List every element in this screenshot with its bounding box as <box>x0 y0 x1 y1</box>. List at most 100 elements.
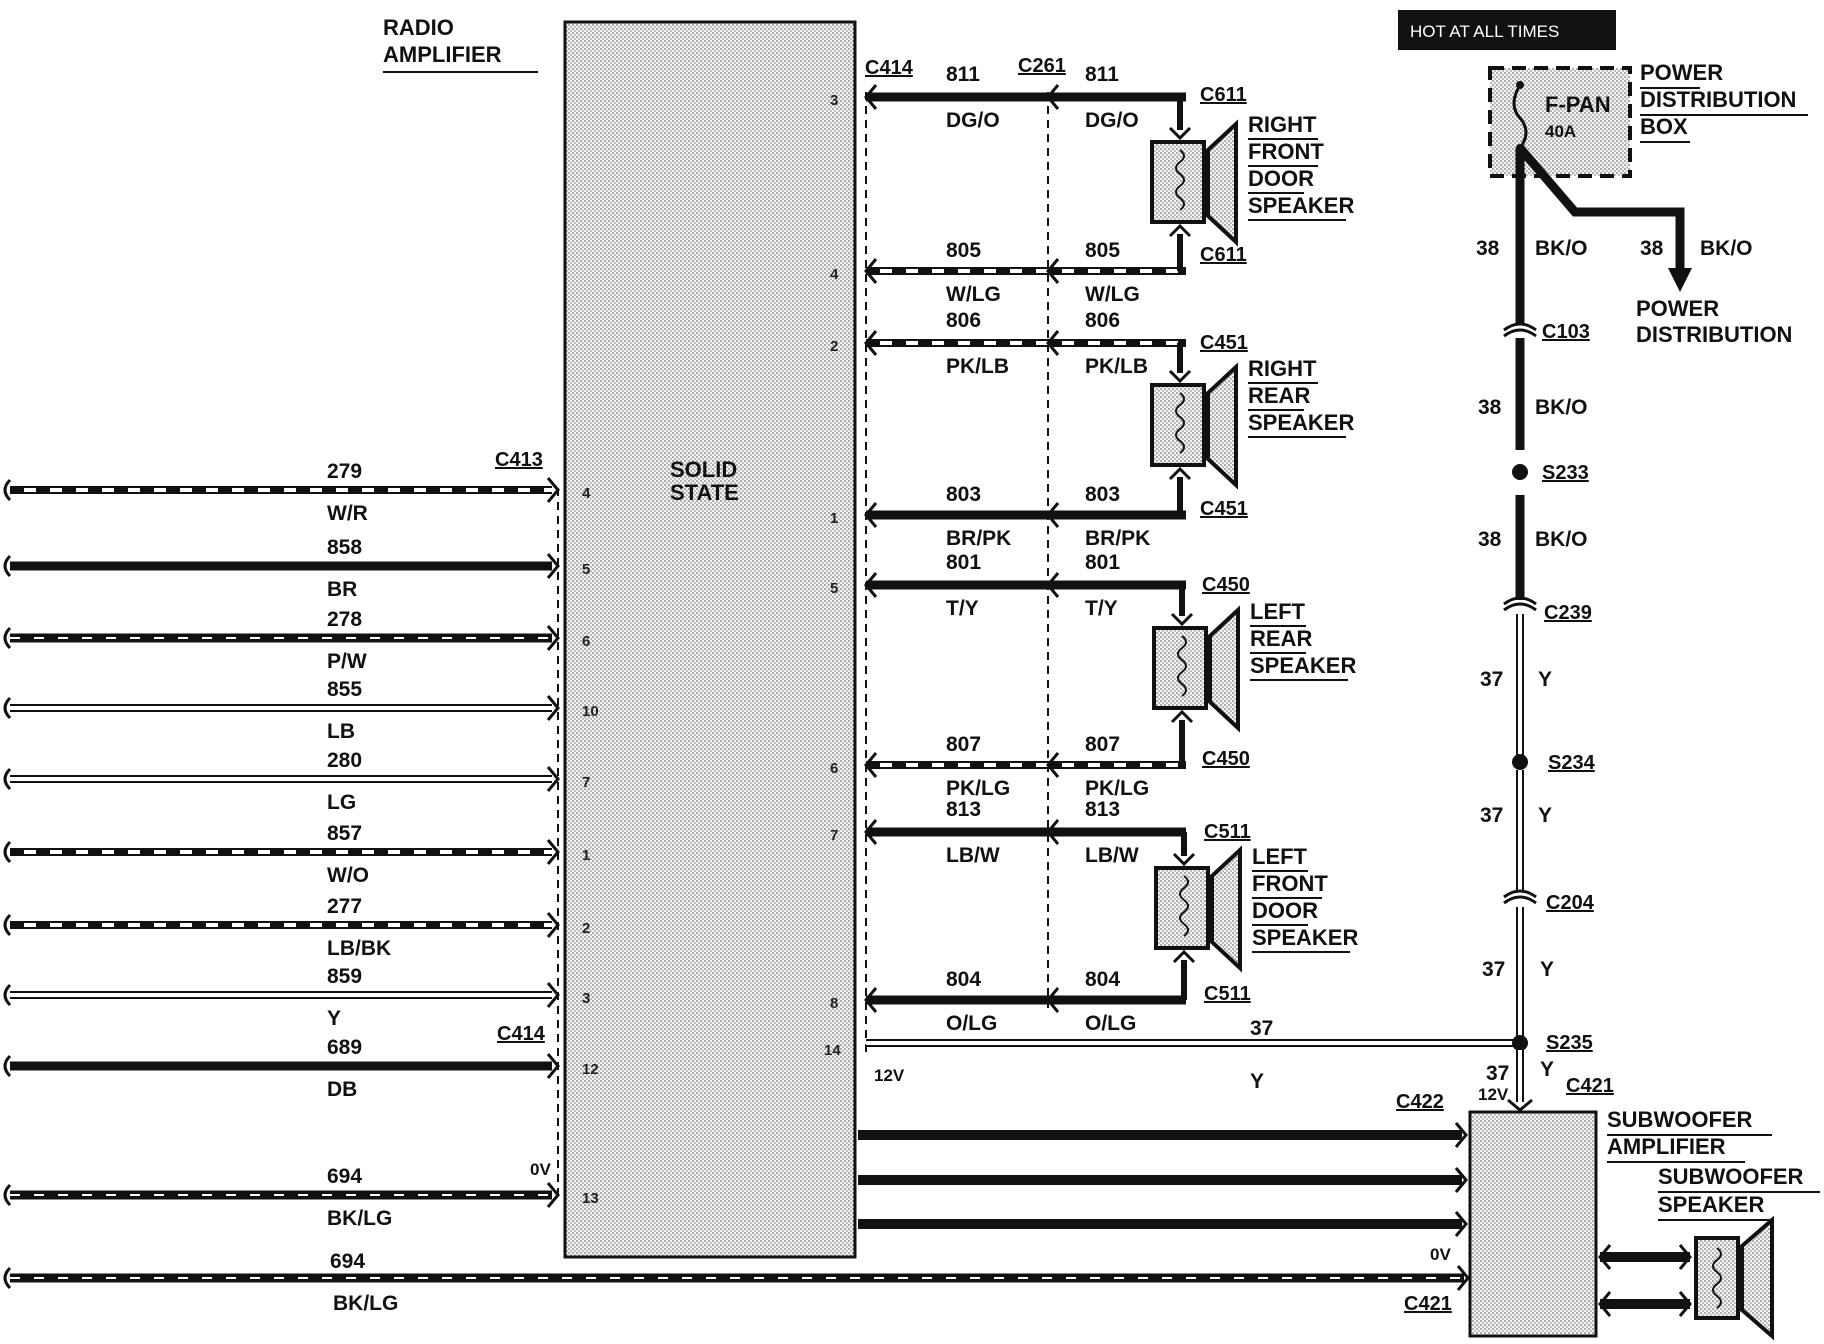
fuse-name: F-PAN <box>1545 92 1611 117</box>
input-color: W/R <box>327 502 368 525</box>
fuse-icon <box>1512 84 1528 149</box>
output-color-2: W/LG <box>1085 283 1140 306</box>
output-pin: 4 <box>830 266 839 283</box>
input-color: LB/BK <box>327 937 391 960</box>
wire-break-icon <box>3 767 12 791</box>
connector-pin-icon <box>546 1182 560 1208</box>
input-pin: 10 <box>582 703 599 720</box>
speaker-name-line: SPEAKER <box>1250 653 1356 678</box>
vf-circuit-3: 38 <box>1478 528 1502 551</box>
input-circuit: 855 <box>327 678 362 701</box>
input-circuit: 279 <box>327 460 362 483</box>
speaker-name-line: RIGHT <box>1248 112 1317 137</box>
connector-pin-icon <box>1046 330 1060 356</box>
output-pin: 8 <box>830 995 838 1012</box>
output-circuit: 813 <box>946 798 981 821</box>
connector-pin-icon <box>864 987 878 1013</box>
sub-feed-circuit: 37 <box>1486 1062 1509 1085</box>
radio-amplifier: RADIO AMPLIFIER SOLID STATE <box>383 15 857 1259</box>
sub-feed-color: Y <box>1540 1058 1554 1081</box>
c103-connector-icon <box>1503 322 1537 332</box>
output-color: W/LG <box>946 283 1001 306</box>
output-pin: 6 <box>830 760 838 777</box>
solid-state-label-2: STATE <box>670 480 739 505</box>
branch-color: BK/O <box>1700 237 1753 260</box>
output-circuit-2: 801 <box>1085 551 1120 574</box>
branch-wire <box>1516 145 1685 268</box>
feed-circuit: 37 <box>1250 1017 1273 1040</box>
speaker-connector-bottom: C450 <box>1202 748 1250 770</box>
output-circuit: 807 <box>946 733 981 756</box>
connector-pin-icon <box>864 84 878 110</box>
sub-feed-voltage: 12V <box>1478 1085 1509 1104</box>
c239-label: C239 <box>1544 602 1592 624</box>
speaker-connector-top: C451 <box>1200 332 1248 354</box>
pdb-line-1: POWER <box>1640 60 1723 85</box>
wire-break-icon <box>3 554 12 578</box>
arrow-down-icon <box>1668 268 1692 292</box>
connector-pin-icon <box>1046 752 1060 778</box>
wire-break-icon <box>3 983 12 1007</box>
output-circuit: 801 <box>946 551 981 574</box>
output-color-2: PK/LG <box>1085 777 1149 800</box>
output-color-2: BR/PK <box>1085 527 1150 550</box>
c103-connector: C103 <box>1542 321 1590 343</box>
output-circuit: 806 <box>946 309 981 332</box>
c261-connector: C261 <box>1018 55 1066 77</box>
speaker-name-line: LEFT <box>1250 599 1306 624</box>
hot-badge-text: HOT AT ALL TIMES <box>1410 22 1559 41</box>
vf-color-5: Y <box>1538 804 1552 827</box>
radio-amplifier-title-1: RADIO <box>383 15 454 40</box>
wire-break-icon <box>3 626 12 650</box>
connector-pin-icon <box>546 553 560 579</box>
output-circuit-2: 805 <box>1085 239 1120 262</box>
s233-label: S233 <box>1542 462 1589 484</box>
input-circuit: 857 <box>327 822 362 845</box>
s233-splice <box>1512 464 1528 480</box>
vf-circuit-5: 37 <box>1480 804 1503 827</box>
feed-voltage: 12V <box>874 1066 905 1085</box>
power-dest-1: POWER <box>1636 296 1719 321</box>
input-color: LG <box>327 791 356 814</box>
output-circuit-2: 803 <box>1085 483 1120 506</box>
output-pin: 2 <box>830 338 838 355</box>
sub-amp-line-1: SUBWOOFER <box>1607 1107 1753 1132</box>
input-circuit: 694 <box>327 1165 362 1188</box>
c204-label: C204 <box>1546 892 1595 914</box>
speaker-connector-top: C511 <box>1204 821 1251 843</box>
output-circuit-2: 807 <box>1085 733 1120 756</box>
connector-pin-icon <box>546 912 560 938</box>
connector-pin-icon <box>1046 502 1060 528</box>
connector-pin-icon <box>546 477 560 503</box>
sub-amp-line-2: AMPLIFIER <box>1607 1134 1726 1159</box>
output-circuit-2: 813 <box>1085 798 1120 821</box>
s234-splice <box>1512 754 1528 770</box>
pdb-line-2: DISTRIBUTION <box>1640 87 1796 112</box>
output-circuit: 805 <box>946 239 981 262</box>
output-color: T/Y <box>946 597 979 620</box>
output-color: PK/LG <box>946 777 1010 800</box>
c413-connector: C413 <box>495 449 543 471</box>
input-circuit: 278 <box>327 608 362 631</box>
speaker-name-line: SPEAKER <box>1248 410 1354 435</box>
hot-badge <box>1398 10 1616 50</box>
connector-pin-icon <box>864 502 878 528</box>
vf-color-6: Y <box>1540 958 1554 981</box>
connector-pin-icon <box>864 330 878 356</box>
power-distribution-box <box>1488 66 1632 178</box>
speaker-icon <box>1150 140 1206 224</box>
speaker-icon <box>1154 866 1210 950</box>
wire-break-icon <box>3 1054 12 1078</box>
s235-splice <box>1512 1035 1528 1051</box>
input-pin: 3 <box>582 990 590 1007</box>
s234-label: S234 <box>1548 752 1596 774</box>
input-circuit: 858 <box>327 536 362 559</box>
speaker-icon <box>1152 626 1208 710</box>
